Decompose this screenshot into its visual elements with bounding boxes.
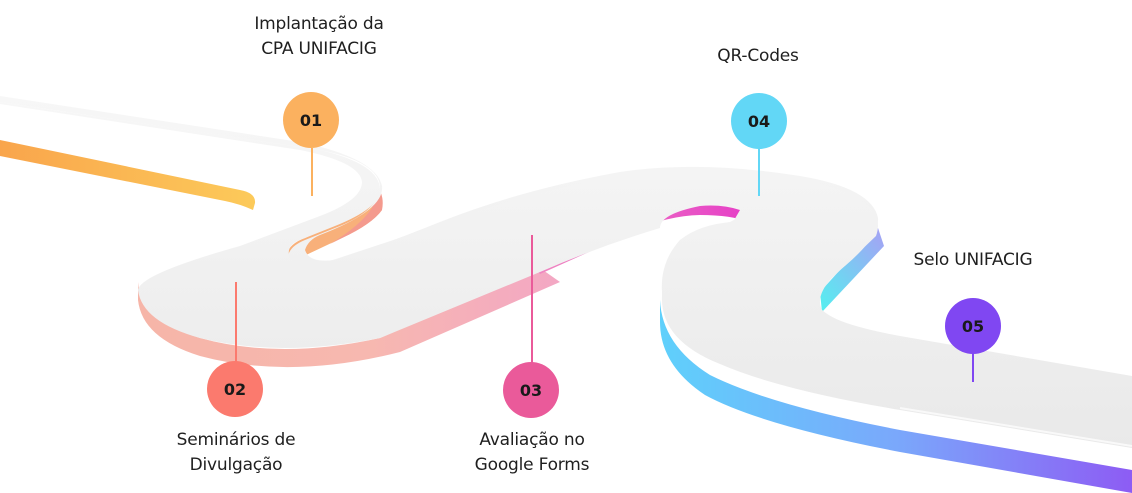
milestone-03-number: 03 [519, 380, 543, 400]
milestone-05-title-line-1: Selo UNIFACIG [913, 250, 1033, 270]
milestone-05-title: Selo UNIFACIG [863, 248, 1083, 273]
milestone-05-number: 05 [961, 316, 985, 336]
milestone-01-title: Implantação da CPA UNIFACIG [209, 12, 429, 62]
milestone-03-stem [531, 235, 533, 365]
milestone-04-marker: 04 [731, 93, 787, 149]
milestone-01-number: 01 [299, 110, 323, 130]
milestone-01-title-line-1: Implantação da [254, 14, 384, 34]
milestone-03-marker: 03 [503, 362, 559, 418]
milestone-01-marker: 01 [283, 92, 339, 148]
milestone-01-title-line-2: CPA UNIFACIG [261, 39, 377, 59]
milestone-04-number: 04 [747, 111, 771, 131]
milestone-03-title-line-1: Avaliação no [479, 430, 585, 450]
milestone-01-stem [311, 148, 313, 196]
milestone-05-stem [972, 352, 974, 382]
milestone-03-title-line-2: Google Forms [474, 455, 590, 475]
milestone-02-title-line-2: Divulgação [189, 455, 283, 475]
road-edge-cyan [820, 228, 884, 312]
milestone-04-title: QR-Codes [648, 44, 868, 69]
milestone-02-title-line-1: Seminários de [176, 430, 296, 450]
road-edge-blue [660, 300, 1132, 493]
milestone-02-marker: 02 [207, 361, 263, 417]
milestone-02-stem [235, 282, 237, 362]
milestone-04-title-line-1: QR-Codes [717, 46, 799, 66]
milestone-03-title: Avaliação no Google Forms [422, 428, 642, 478]
milestone-02-title: Seminários de Divulgação [126, 428, 346, 478]
milestone-05-marker: 05 [945, 298, 1001, 354]
milestone-02-number: 02 [223, 379, 247, 399]
milestone-04-stem [758, 148, 760, 196]
